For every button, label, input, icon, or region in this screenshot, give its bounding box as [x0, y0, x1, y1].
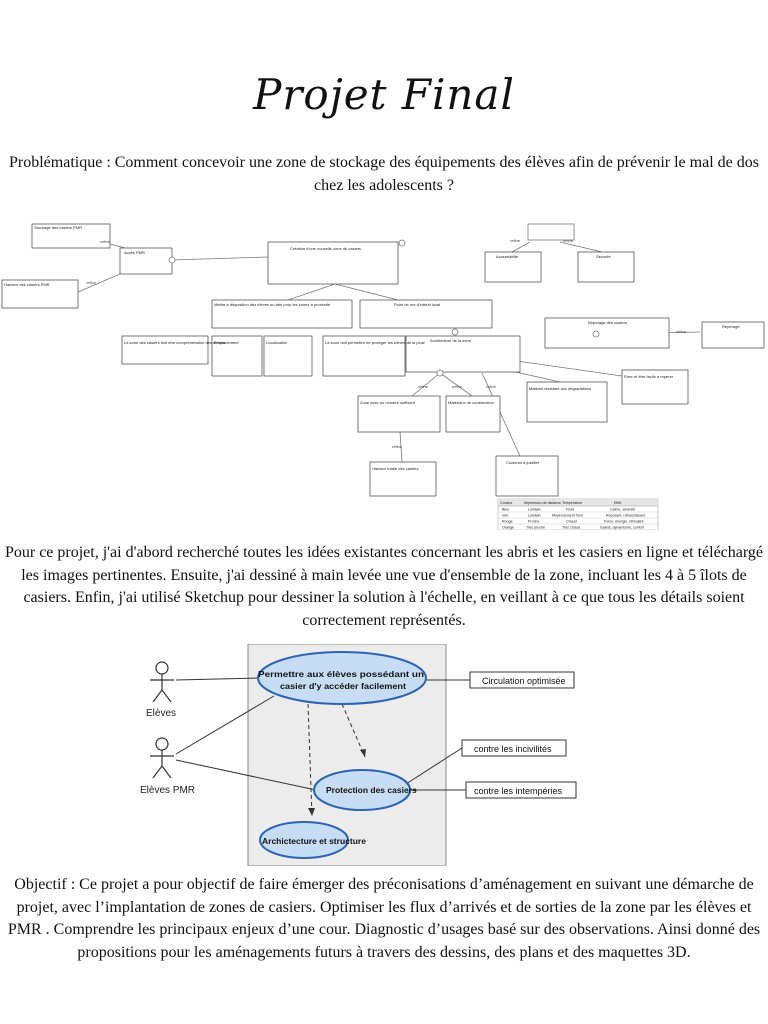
req-label: Accès PMR: [124, 250, 145, 255]
req-label: Repérage: [722, 324, 740, 329]
note-box: [469, 671, 575, 689]
req-label: Fixer et être facile à repérer: [624, 374, 674, 379]
use-case-label: casier d'y accéder facilement: [280, 681, 406, 691]
use-case-ellipse: [259, 821, 349, 859]
req-block: [484, 251, 542, 283]
table-cell: Très chaud: [562, 526, 580, 530]
objectif-text: Objectif : Ce projet a pour objectif de …: [7, 876, 761, 961]
relation-label: refine: [100, 239, 111, 244]
relation-label: refine: [486, 384, 497, 389]
req-label: La zone des casiers doit être compréhens…: [124, 340, 225, 345]
actor-icon: [150, 737, 174, 779]
note-box: [461, 739, 567, 757]
table-cell: Proche: [528, 520, 539, 524]
req-label: Accessibilité: [496, 254, 519, 259]
table-cell: Bleu: [502, 508, 509, 512]
table-cell: Orange: [502, 526, 514, 530]
req-label: Repérage des casiers: [588, 320, 627, 325]
note-label: Circulation optimisée: [482, 676, 566, 686]
use-case-label: Permettre aux élèves possédant un: [258, 669, 424, 679]
method-text: Pour ce projet, j'ai d'abord recherché t…: [4, 544, 764, 629]
note-box: [465, 781, 577, 799]
table-cell: Lointain: [528, 514, 541, 518]
req-block: [211, 299, 353, 329]
table-cell: Lointain: [528, 508, 541, 512]
table-cell: Calme, sérénité: [610, 508, 635, 512]
req-label: Hauteur des casiers PMR: [4, 282, 50, 287]
use-case-diagram: Elèves Elèves PMR Permettre aux élèves p…: [140, 644, 577, 866]
table-cell: Gaieté, dynamisme, confort: [600, 526, 644, 530]
req-block: [211, 335, 263, 377]
relation-label: refine: [86, 280, 97, 285]
req-block: [322, 335, 406, 377]
actor-label: Elèves: [146, 708, 176, 719]
table-cell: Rouge: [502, 520, 513, 524]
req-block: [405, 335, 521, 373]
note-label: contre les intempéries: [474, 786, 563, 796]
req-block: [119, 247, 173, 275]
relation-label: refine: [676, 329, 687, 334]
req-label: Création d'une nouvelle zone de casiers: [290, 246, 361, 251]
table-cell: Moyennement froid: [552, 514, 583, 518]
req-block: [526, 381, 608, 423]
use-case-label: Protection des casiers: [326, 785, 417, 795]
req-label: Matériaux de construction: [448, 400, 494, 405]
problematique-text: Problématique : Comment concevoir une zo…: [9, 154, 759, 194]
req-label: Couleurs à justifier: [506, 460, 540, 465]
actor-label: Elèves PMR: [140, 785, 195, 796]
req-block: [701, 321, 765, 349]
req-label: Emplacement: [214, 340, 239, 345]
table-header: Couleur: [500, 501, 513, 505]
table-header: Température: [562, 501, 582, 505]
use-case-ellipse: [313, 769, 411, 811]
table-cell: Force, énergie, stimulant: [604, 520, 644, 524]
table-cell: Froid: [566, 508, 574, 512]
page-title: Projet Final: [253, 70, 515, 119]
req-label: La zone doit permettre de protéger les é…: [325, 340, 426, 345]
table-header: Impression de distance: [524, 501, 561, 505]
req-block: [369, 461, 437, 497]
requirements-diagram: Stockage des casiers PMR Accès PMR Haute…: [1, 223, 765, 530]
req-block: [263, 335, 313, 377]
relation-label: refine: [418, 384, 429, 389]
relation-label: refine: [452, 384, 463, 389]
relation-label: refine: [392, 444, 403, 449]
req-block: [577, 251, 635, 283]
req-block: [544, 317, 670, 349]
req-block: [621, 369, 689, 405]
table-header: Effet: [614, 501, 621, 505]
req-label: Matériel résistant aux dégradations: [529, 386, 591, 391]
req-label: Hauteur totale des casiers: [372, 466, 418, 471]
req-label: Zone avec un nombre suffisant: [360, 400, 416, 405]
req-label: Localisation: [266, 340, 287, 345]
req-block: [359, 299, 493, 329]
relation-label: refine: [563, 238, 574, 243]
table-cell: Vert: [502, 514, 508, 518]
req-block: [495, 455, 559, 497]
req-label: Architecture de la zone: [430, 338, 472, 343]
req-label: Mettre à disposition des élèves un abri …: [214, 302, 331, 307]
req-block: [1, 279, 79, 309]
use-case-label: Archictecture et structure: [262, 836, 366, 846]
req-block: [445, 395, 501, 433]
req-block: [121, 335, 209, 365]
color-effect-table: Couleur Impression de distance Températu…: [497, 498, 659, 530]
req-block: [31, 223, 111, 249]
note-label: contre les incivilités: [474, 744, 552, 754]
use-case-ellipse: [257, 651, 427, 705]
table-cell: Très proche: [526, 526, 545, 530]
table-cell: Chaud: [566, 520, 577, 524]
actor-icon: [150, 661, 174, 703]
req-label: Sécurité: [596, 254, 611, 259]
req-block: [267, 241, 399, 285]
req-block: [357, 395, 441, 433]
req-label: Point de rue d'intérêt local: [394, 302, 440, 307]
table-cell: Reposant, rafraîchissant: [606, 514, 645, 518]
relation-label: refine: [510, 238, 521, 243]
req-label: Stockage des casiers PMR: [34, 225, 82, 230]
